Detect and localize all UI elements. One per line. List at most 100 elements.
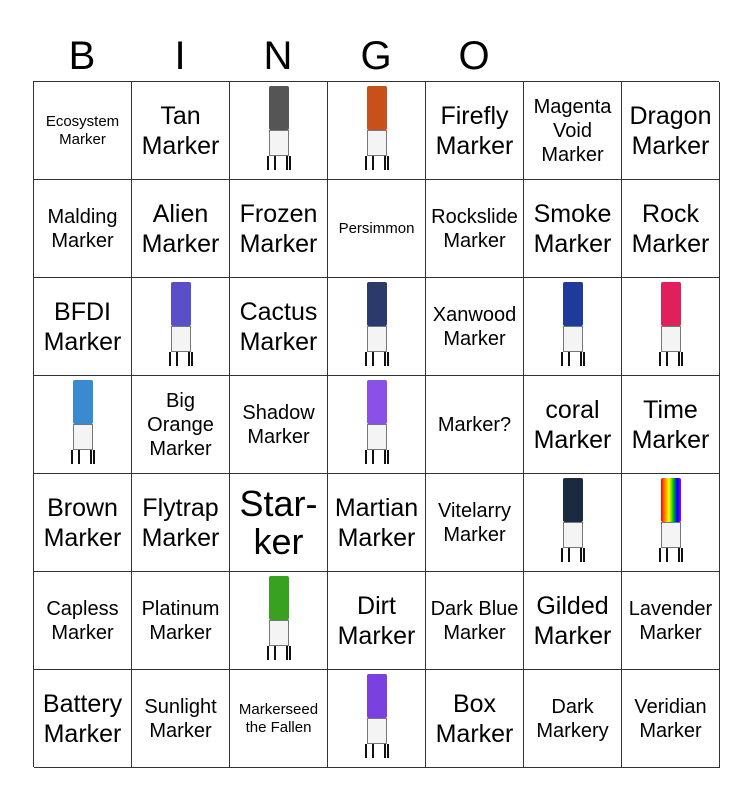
cell-label: Big Orange Marker (147, 389, 214, 460)
cell-label: Marker? (437, 413, 512, 436)
cell-label: Firefly Marker (435, 101, 514, 160)
bingo-cell[interactable]: BFDI Marker (34, 278, 132, 376)
cell-label: Dark Blue Marker (430, 597, 519, 644)
bingo-cell[interactable]: Platinum Marker (132, 572, 230, 670)
bingo-cell[interactable]: Frozen Marker (230, 180, 328, 278)
bingo-cell[interactable] (622, 474, 720, 572)
bingo-cell[interactable] (524, 278, 622, 376)
cell-label: Alien Marker (141, 199, 220, 258)
cell-label: Capless Marker (46, 597, 119, 644)
bingo-cell[interactable]: Xanwood Marker (426, 278, 524, 376)
cell-label: Veridian Marker (634, 695, 707, 742)
cell-label: Frozen Marker (239, 199, 318, 258)
bingo-cell[interactable]: Magenta Void Marker (524, 82, 622, 180)
cell-label: Battery Marker (42, 689, 123, 748)
cell-label: Magenta Void Marker (533, 95, 612, 166)
violet-marker-character-icon (360, 379, 394, 470)
bingo-cell[interactable]: Dragon Marker (622, 82, 720, 180)
space-marker-character-icon (556, 477, 590, 568)
bingo-cell[interactable]: Sunlight Marker (132, 670, 230, 768)
storm-marker-character-icon (262, 85, 296, 176)
cell-label: Gilded Marker (533, 591, 612, 650)
cell-label: Rock Marker (631, 199, 710, 258)
bingo-cell[interactable]: Firefly Marker (426, 82, 524, 180)
cell-label: Xanwood Marker (432, 303, 517, 350)
bingo-cell[interactable] (328, 376, 426, 474)
cell-label: Platinum Marker (141, 597, 220, 644)
cell-label: BFDI Marker (43, 297, 122, 356)
bingo-cell[interactable]: Dark Markery (524, 670, 622, 768)
bingo-cell[interactable]: Brown Marker (34, 474, 132, 572)
bingo-cell[interactable]: Martian Marker (328, 474, 426, 572)
bingo-cell[interactable] (34, 376, 132, 474)
bingo-cell[interactable] (328, 278, 426, 376)
bingo-cell[interactable]: Shadow Marker (230, 376, 328, 474)
cell-label: coral Marker (533, 395, 612, 454)
bingo-cell[interactable]: Flytrap Marker (132, 474, 230, 572)
bingo-cell[interactable]: Rock Marker (622, 180, 720, 278)
header-letter: N (263, 34, 293, 78)
blue-leaf-marker-character-icon (556, 281, 590, 372)
cell-label: Star-ker (239, 482, 318, 562)
bingo-cell[interactable]: Big Orange Marker (132, 376, 230, 474)
cell-label: Brown Marker (43, 493, 122, 552)
bingo-cell[interactable]: Malding Marker (34, 180, 132, 278)
cell-label: Rockslide Marker (431, 205, 518, 252)
bingo-cell[interactable]: Tan Marker (132, 82, 230, 180)
cell-label: Tan Marker (141, 101, 220, 160)
bingo-cell[interactable]: Markerseed the Fallen (230, 670, 328, 768)
cell-label: Markerseed the Fallen (238, 700, 319, 736)
cell-label: Smoke Marker (533, 199, 612, 258)
cell-label: Flytrap Marker (141, 493, 220, 552)
bingo-cell[interactable] (328, 82, 426, 180)
bingo-cell[interactable]: Capless Marker (34, 572, 132, 670)
bingo-cell[interactable] (524, 474, 622, 572)
bingo-cell[interactable]: Alien Marker (132, 180, 230, 278)
cell-label: Malding Marker (47, 205, 118, 252)
bingo-cell[interactable] (328, 670, 426, 768)
bingo-cell[interactable]: Ecosystem Marker (34, 82, 132, 180)
bingo-header: B I N G O (33, 30, 523, 82)
header-letter: B (68, 34, 96, 78)
cell-label: Box Marker (435, 689, 514, 748)
header-letter: O (458, 34, 490, 78)
bingo-cell[interactable]: Vitelarry Marker (426, 474, 524, 572)
bingo-cell[interactable]: Battery Marker (34, 670, 132, 768)
bingo-cell[interactable]: Time Marker (622, 376, 720, 474)
bingo-cell[interactable]: Lavender Marker (622, 572, 720, 670)
rainbow-marker-character-icon (654, 477, 688, 568)
purple-marker-character-icon (360, 673, 394, 764)
bingo-cell[interactable]: Cactus Marker (230, 278, 328, 376)
header-letter: I (174, 34, 186, 78)
cell-label: Persimmon (338, 219, 415, 237)
purple-marker-character-icon (164, 281, 198, 372)
bingo-cell[interactable]: Dirt Marker (328, 572, 426, 670)
bingo-cell[interactable]: Star-ker (230, 474, 328, 572)
bingo-cell[interactable]: Dark Blue Marker (426, 572, 524, 670)
bingo-grid: Ecosystem Marker Tan Marker Firefly Marker… (33, 81, 720, 768)
bingo-cell[interactable] (132, 278, 230, 376)
pink-marker-character-icon (654, 281, 688, 372)
cell-label: Dark Markery (536, 695, 609, 742)
bingo-cell[interactable]: Veridian Marker (622, 670, 720, 768)
cell-label: Sunlight Marker (144, 695, 217, 742)
cell-label: Vitelarry Marker (438, 499, 511, 546)
galaxy-marker-character-icon (360, 281, 394, 372)
cell-label: Lavender Marker (628, 597, 713, 644)
cell-label: Dirt Marker (337, 591, 416, 650)
bingo-cell[interactable] (622, 278, 720, 376)
cell-label: Ecosystem Marker (45, 112, 120, 148)
orange-marker-character-icon (360, 85, 394, 176)
header-letter: G (360, 34, 392, 78)
bingo-cell[interactable]: Smoke Marker (524, 180, 622, 278)
bingo-cell[interactable]: Gilded Marker (524, 572, 622, 670)
bingo-cell[interactable]: Rockslide Marker (426, 180, 524, 278)
bingo-cell[interactable]: Marker? (426, 376, 524, 474)
bingo-cell[interactable]: Persimmon (328, 180, 426, 278)
green-marker-character-icon (262, 575, 296, 666)
bingo-cell[interactable]: coral Marker (524, 376, 622, 474)
cell-label: Martian Marker (334, 493, 419, 552)
bingo-cell[interactable] (230, 572, 328, 670)
bingo-cell[interactable] (230, 82, 328, 180)
bingo-cell[interactable]: Box Marker (426, 670, 524, 768)
